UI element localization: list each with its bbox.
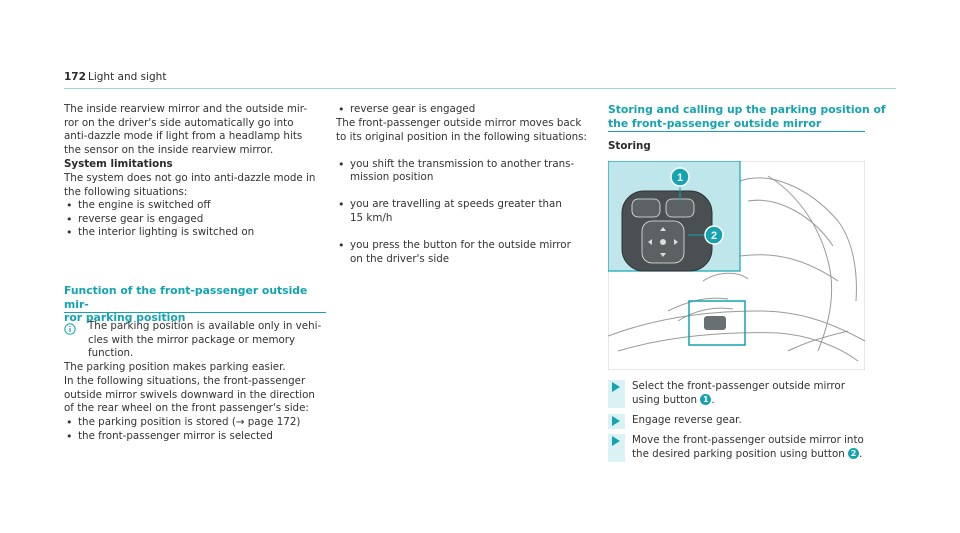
arrow-right-icon	[612, 436, 620, 446]
list-item: the parking position is stored (→ page 1…	[64, 416, 334, 430]
header-divider	[64, 88, 896, 89]
situations-list: the parking position is stored (→ page 1…	[64, 416, 334, 443]
return-text: The front-passenger outside mirror moves…	[336, 117, 588, 143]
step-bar	[608, 380, 625, 408]
step-text: Move the front-passenger outside mirror …	[632, 434, 864, 460]
step-1: Select the front-passenger outside mirro…	[608, 380, 888, 408]
step-2: Engage reverse gear.	[608, 414, 888, 429]
list-item: reverse gear is engaged	[64, 213, 334, 227]
list-item: you are travelling at speeds greater tha…	[336, 198, 606, 225]
button-ref-badge: 1	[700, 393, 712, 405]
callout-1: 1	[677, 172, 683, 184]
step-suffix: .	[711, 393, 715, 406]
heading-rule	[608, 131, 865, 132]
step-bar	[608, 434, 625, 462]
list-item: you press the button for the outside mir…	[336, 239, 606, 266]
door-control-figure: 1 2	[607, 160, 866, 371]
step-bar	[608, 414, 625, 429]
function-heading: Function of the front-passenger outside …	[64, 284, 308, 325]
step-suffix: .	[859, 447, 863, 460]
page-number: 172	[64, 71, 86, 83]
reverse-list: reverse gear is engaged	[336, 103, 606, 117]
list-item: reverse gear is engaged	[336, 103, 606, 117]
callout-2: 2	[711, 230, 717, 242]
list-item: the engine is switched off	[64, 199, 334, 213]
limitations-list: the engine is switched off reverse gear …	[64, 199, 334, 240]
intro-paragraph: The inside rearview mirror and the outsi…	[64, 103, 308, 156]
arrow-right-icon	[612, 416, 620, 426]
limitations-heading: System limitations	[64, 158, 173, 170]
info-note: The parking position is available only i…	[88, 320, 322, 360]
list-item: the interior lighting is switched on	[64, 226, 334, 240]
storing-section-heading: Storing and calling up the parking posit…	[608, 103, 886, 130]
easier-text: The parking position makes parking easie…	[64, 361, 286, 373]
return-list: you shift the transmission to another tr…	[336, 144, 606, 280]
list-item: the front-passenger mirror is selected	[64, 430, 334, 444]
heading-rule	[64, 312, 326, 313]
step-text: Engage reverse gear.	[632, 414, 742, 426]
storing-subheading: Storing	[608, 140, 651, 152]
situations-text: In the following situations, the front-p…	[64, 375, 315, 415]
button-ref-badge: 2	[848, 447, 860, 459]
section-title: Light and sight	[88, 71, 167, 83]
step-text: Select the front-passenger outside mirro…	[632, 380, 845, 406]
info-icon	[64, 320, 76, 335]
arrow-right-icon	[612, 382, 620, 392]
list-item: you shift the transmission to another tr…	[336, 158, 606, 185]
step-3: Move the front-passenger outside mirror …	[608, 434, 888, 462]
limitations-text: The system does not go into anti-dazzle …	[64, 172, 316, 198]
